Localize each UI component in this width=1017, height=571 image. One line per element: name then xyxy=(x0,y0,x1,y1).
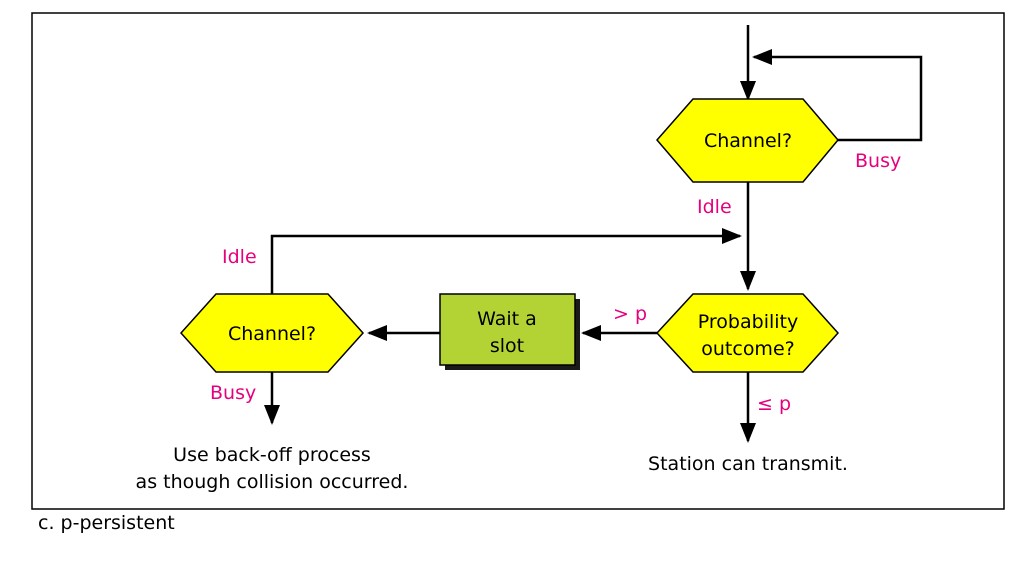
busy-left-label: Busy xyxy=(210,382,256,404)
idle-top-label: Idle xyxy=(697,196,732,218)
wait-slot-label-line1: Wait a xyxy=(477,308,537,330)
idle-left-label: Idle xyxy=(222,246,257,268)
probability-label-line2: outcome? xyxy=(701,338,794,360)
figure-caption: c. p-persistent xyxy=(38,512,175,534)
channel-decision-left xyxy=(179,293,365,373)
busy-top-label: Busy xyxy=(855,150,901,172)
probability-label-line1: Probability xyxy=(698,311,798,333)
le-p-label: ≤ p xyxy=(757,393,791,415)
flowchart: Channel? Probability outcome? Wait a slo… xyxy=(31,12,1005,510)
channel-decision-top xyxy=(656,98,839,183)
backoff-outcome-line2: as though collision occurred. xyxy=(136,471,409,493)
channel-top-label: Channel? xyxy=(704,130,792,152)
backoff-outcome-line1: Use back-off process xyxy=(173,444,371,466)
wait-slot-label-line2: slot xyxy=(490,335,524,357)
probability-decision xyxy=(655,293,840,373)
flow-lines xyxy=(264,25,923,443)
transmit-outcome: Station can transmit. xyxy=(648,453,848,475)
figure-frame xyxy=(31,12,1005,510)
busy-loop-arrow xyxy=(752,49,923,142)
gt-p-label: > p xyxy=(613,303,647,325)
idle-loop-arrow xyxy=(270,228,742,296)
wait-slot-box xyxy=(439,293,576,366)
channel-left-label: Channel? xyxy=(228,323,316,345)
